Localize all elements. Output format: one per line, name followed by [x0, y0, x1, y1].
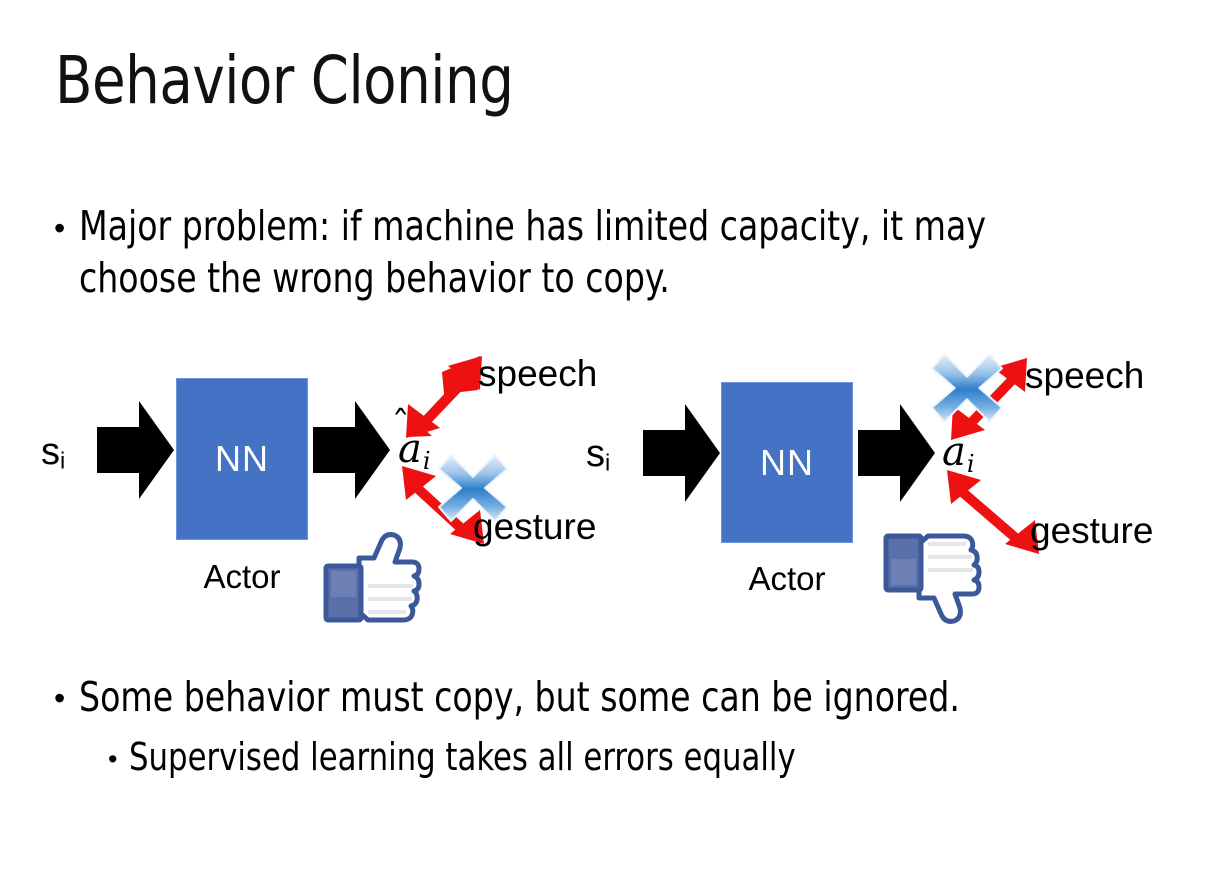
bullet-top-level1: • Major problem: if machine has limited …: [54, 200, 1174, 305]
nn-box-left: NN: [176, 378, 308, 540]
behavior-cloning-diagram: si NN Actor ̂ai: [0, 330, 1210, 630]
output-arrow-left-icon: [313, 399, 391, 501]
page-title: Behavior Cloning: [55, 42, 514, 119]
nn-box-right: NN: [721, 382, 853, 543]
cross-out-gesture-left-icon: [437, 453, 509, 523]
input-arrow-left-icon: [97, 399, 175, 501]
branch-arrow-gesture-right-icon: [945, 466, 1041, 558]
bullet-bottom-level1: • Some behavior must copy, but some can …: [54, 672, 1184, 723]
diagram-panel-right: si NN Actor ̂ai: [545, 330, 1153, 630]
output-arrow-right-icon: [858, 402, 936, 504]
bullet-marker-icon: •: [108, 744, 118, 774]
bullet-bottom-1-text: Some behavior must copy, but some can be…: [79, 673, 961, 721]
action-symbol-right: ̂ai: [942, 429, 975, 479]
state-label-left: si: [41, 431, 66, 474]
nn-label-right: NN: [760, 441, 814, 483]
bullet-bottom-level2: • Supervised learning takes all errors e…: [108, 734, 1198, 782]
branch-label-speech-left: speech: [478, 353, 598, 394]
cross-out-speech-right-icon: [930, 352, 1004, 424]
branch-label-speech-right: speech: [1025, 355, 1145, 396]
bullet-bottom-2-text: Supervised learning takes all errors equ…: [129, 735, 797, 779]
bullet-marker-icon: •: [54, 210, 66, 246]
actor-label-right: Actor: [748, 560, 826, 597]
bullet-marker-icon: •: [54, 680, 66, 716]
thumbs-up-icon: [318, 532, 422, 624]
action-symbol-left: ̂ai: [398, 426, 431, 476]
input-arrow-right-icon: [643, 402, 721, 504]
diagram-panel-left: si NN Actor ̂ai: [0, 330, 600, 630]
branch-arrow-speech-left-icon: [404, 354, 484, 440]
state-label-right: si: [586, 433, 611, 476]
nn-label-left: NN: [215, 438, 269, 479]
actor-label-left: Actor: [203, 558, 281, 595]
bullet-top-text: Major problem: if machine has limited ca…: [79, 202, 987, 303]
branch-label-gesture-right: gesture: [1030, 510, 1154, 551]
thumbs-down-icon: [878, 528, 982, 628]
